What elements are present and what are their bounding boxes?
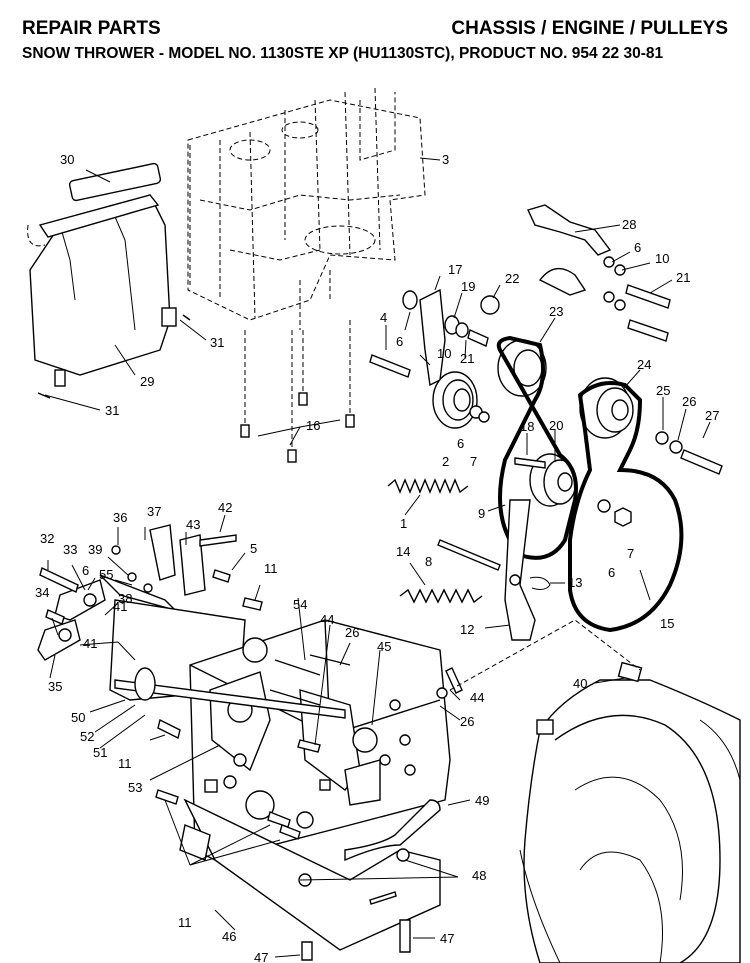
callout-4: 4: [380, 310, 387, 325]
callout-5: 5: [250, 541, 257, 556]
callout-27: 27: [705, 408, 719, 423]
callout-12: 12: [460, 622, 474, 637]
brake-bracket: [527, 204, 612, 296]
callout-34: 34: [35, 585, 49, 600]
callout-29: 29: [140, 374, 154, 389]
callout-36: 36: [113, 510, 127, 525]
callout-16: 16: [306, 418, 320, 433]
callout-6: 6: [608, 565, 615, 580]
belt-15: [568, 381, 684, 633]
callout-52: 52: [80, 729, 94, 744]
callout-6: 6: [82, 563, 89, 578]
callout-46: 46: [222, 929, 236, 944]
header-right-title: CHASSIS / ENGINE / PULLEYS: [451, 18, 728, 39]
chassis-frame: [179, 619, 451, 951]
callout-21: 21: [676, 270, 690, 285]
header-left-title: REPAIR PARTS: [22, 18, 161, 39]
callout-53: 53: [128, 780, 142, 795]
callout-21: 21: [460, 351, 474, 366]
callout-43: 43: [186, 517, 200, 532]
callout-3: 3: [442, 152, 449, 167]
pulley-24: [579, 377, 634, 439]
callout-17: 17: [448, 262, 462, 277]
callout-9: 9: [478, 506, 485, 521]
callout-6: 6: [634, 240, 641, 255]
callout-13: 13: [568, 575, 582, 590]
spring-1: [387, 478, 469, 494]
callout-11: 11: [118, 756, 132, 771]
callout-14: 14: [396, 544, 410, 559]
shaft-50: [114, 667, 346, 719]
callout-1: 1: [400, 516, 407, 531]
callout-2: 2: [442, 454, 449, 469]
callout-41: 41: [83, 636, 97, 651]
callout-20: 20: [549, 418, 563, 433]
callout-10: 10: [437, 346, 451, 361]
callout-7: 7: [470, 454, 477, 469]
callout-18: 18: [520, 419, 534, 434]
callout-10: 10: [655, 251, 669, 266]
callout-54: 54: [293, 597, 307, 612]
header-subtitle: SNOW THROWER - MODEL NO. 1130STE XP (HU1…: [22, 45, 664, 62]
callout-47: 47: [440, 931, 454, 946]
callout-31: 31: [105, 403, 119, 418]
callout-19: 19: [461, 279, 475, 294]
callout-44: 44: [470, 690, 484, 705]
callout-28: 28: [622, 217, 636, 232]
pulley-2: [432, 371, 478, 429]
spring-14: [399, 588, 483, 604]
callout-50: 50: [71, 710, 85, 725]
callout-26: 26: [460, 714, 474, 729]
callout-11: 11: [264, 561, 278, 576]
engine-bolts: [240, 392, 355, 463]
auger-housing: [519, 661, 741, 963]
callout-39: 39: [88, 542, 102, 557]
callout-38: 38: [118, 591, 132, 606]
callout-7: 7: [627, 546, 634, 561]
callout-6: 6: [457, 436, 464, 451]
callout-37: 37: [147, 504, 161, 519]
pulley-23: [497, 339, 547, 397]
callout-8: 8: [425, 554, 432, 569]
callout-11: 11: [178, 915, 192, 930]
callout-26: 26: [345, 625, 359, 640]
callout-44: 44: [320, 612, 334, 627]
engine-drawing: [187, 87, 426, 330]
callout-32: 32: [40, 531, 54, 546]
callout-45: 45: [377, 639, 391, 654]
callout-49: 49: [475, 793, 489, 808]
callout-35: 35: [48, 679, 62, 694]
callout-40: 40: [573, 676, 587, 691]
callout-47: 47: [254, 950, 268, 963]
callout-22: 22: [505, 271, 519, 286]
callout-41: 41: [113, 599, 127, 614]
callout-55: 55: [99, 567, 113, 582]
callout-51: 51: [93, 745, 107, 760]
callout-25: 25: [656, 383, 670, 398]
chute-housing: [27, 162, 177, 387]
callout-48: 48: [472, 868, 486, 883]
belt-9: [496, 335, 578, 560]
callout-6: 6: [396, 334, 403, 349]
callout-33: 33: [63, 542, 77, 557]
callout-15: 15: [660, 616, 674, 631]
callout-labels: 30 29 31 31 3 16 28 6 10 21 22 17 19 4 6…: [35, 152, 719, 963]
callout-30: 30: [60, 152, 74, 167]
callout-23: 23: [549, 304, 563, 319]
callout-26: 26: [682, 394, 696, 409]
callout-31: 31: [210, 335, 224, 350]
idler-arm-12: [504, 499, 536, 641]
callout-24: 24: [637, 357, 651, 372]
callout-42: 42: [218, 500, 232, 515]
